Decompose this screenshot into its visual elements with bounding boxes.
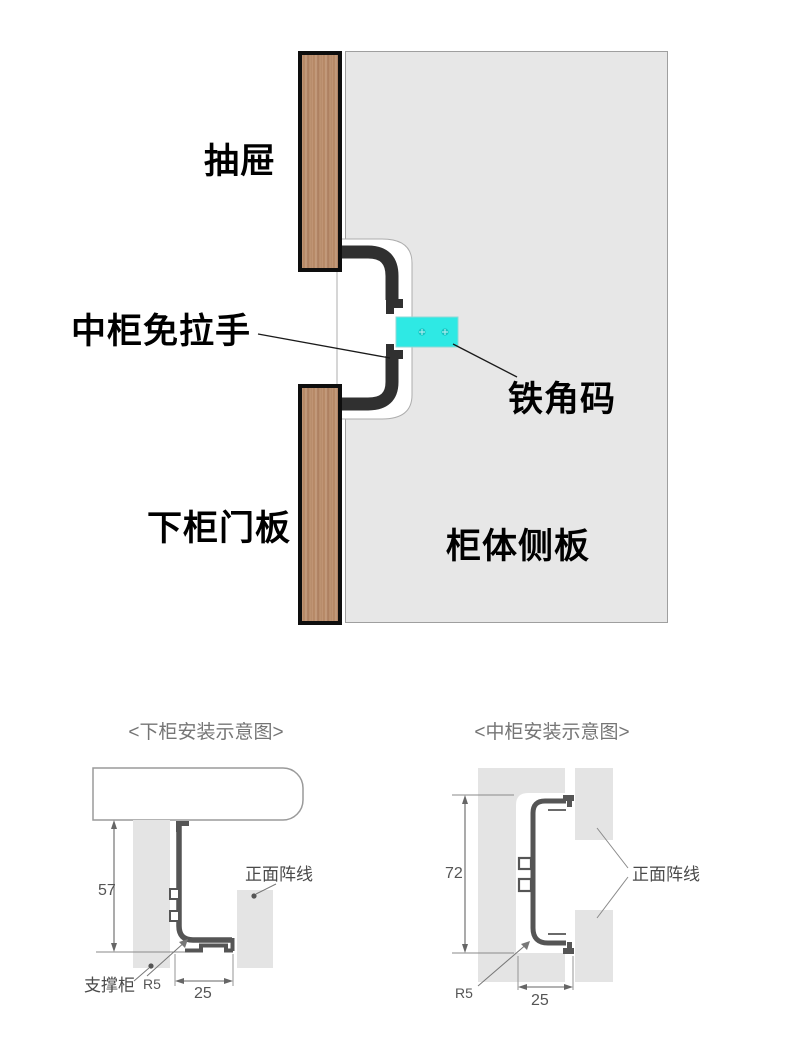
front-line-block-top xyxy=(575,768,613,840)
front-line-block-bottom xyxy=(575,910,613,982)
lower-door-panel xyxy=(298,384,342,625)
iron-bracket-label: 铁角码 xyxy=(508,380,617,419)
lower-door-label: 下柜门板 xyxy=(147,509,292,548)
support-cabinet-label: 支撑柜 xyxy=(84,976,135,995)
front-line-label-right: 正面阵线 xyxy=(632,865,700,884)
leader-line-bracket xyxy=(452,343,518,378)
drawer-label: 抽屉 xyxy=(204,142,277,181)
front-line-label-left: 正面阵线 xyxy=(245,865,313,884)
aluminum-profile-graphic xyxy=(336,238,413,420)
countertop-bar xyxy=(92,767,304,821)
dim-57: 57 xyxy=(98,882,116,899)
middle-diagram-title: <中柜安装示意图> xyxy=(474,722,630,743)
middle-left-panel xyxy=(478,768,565,982)
radius-label-right: R5 xyxy=(455,985,473,1001)
dim-72: 72 xyxy=(445,865,463,882)
lower-cabinet-diagram-graphic xyxy=(92,767,304,986)
support-cabinet-fill xyxy=(133,820,170,968)
mid-cabinet-handle-label: 中柜免拉手 xyxy=(71,312,252,351)
dim-25-left: 25 xyxy=(194,985,212,1002)
dim-25-right: 25 xyxy=(531,992,549,1009)
cabinet-side-panel-label: 柜体侧板 xyxy=(446,527,591,566)
middle-cabinet-diagram-graphic xyxy=(452,768,629,990)
lower-diagram-title: <下柜安装示意图> xyxy=(128,722,284,743)
iron-bracket-graphic xyxy=(395,316,459,348)
radius-label-left: R5 xyxy=(143,976,161,992)
front-line-block-left xyxy=(237,890,273,968)
drawer-front-panel xyxy=(298,51,342,272)
leader-line-handle xyxy=(257,333,391,359)
